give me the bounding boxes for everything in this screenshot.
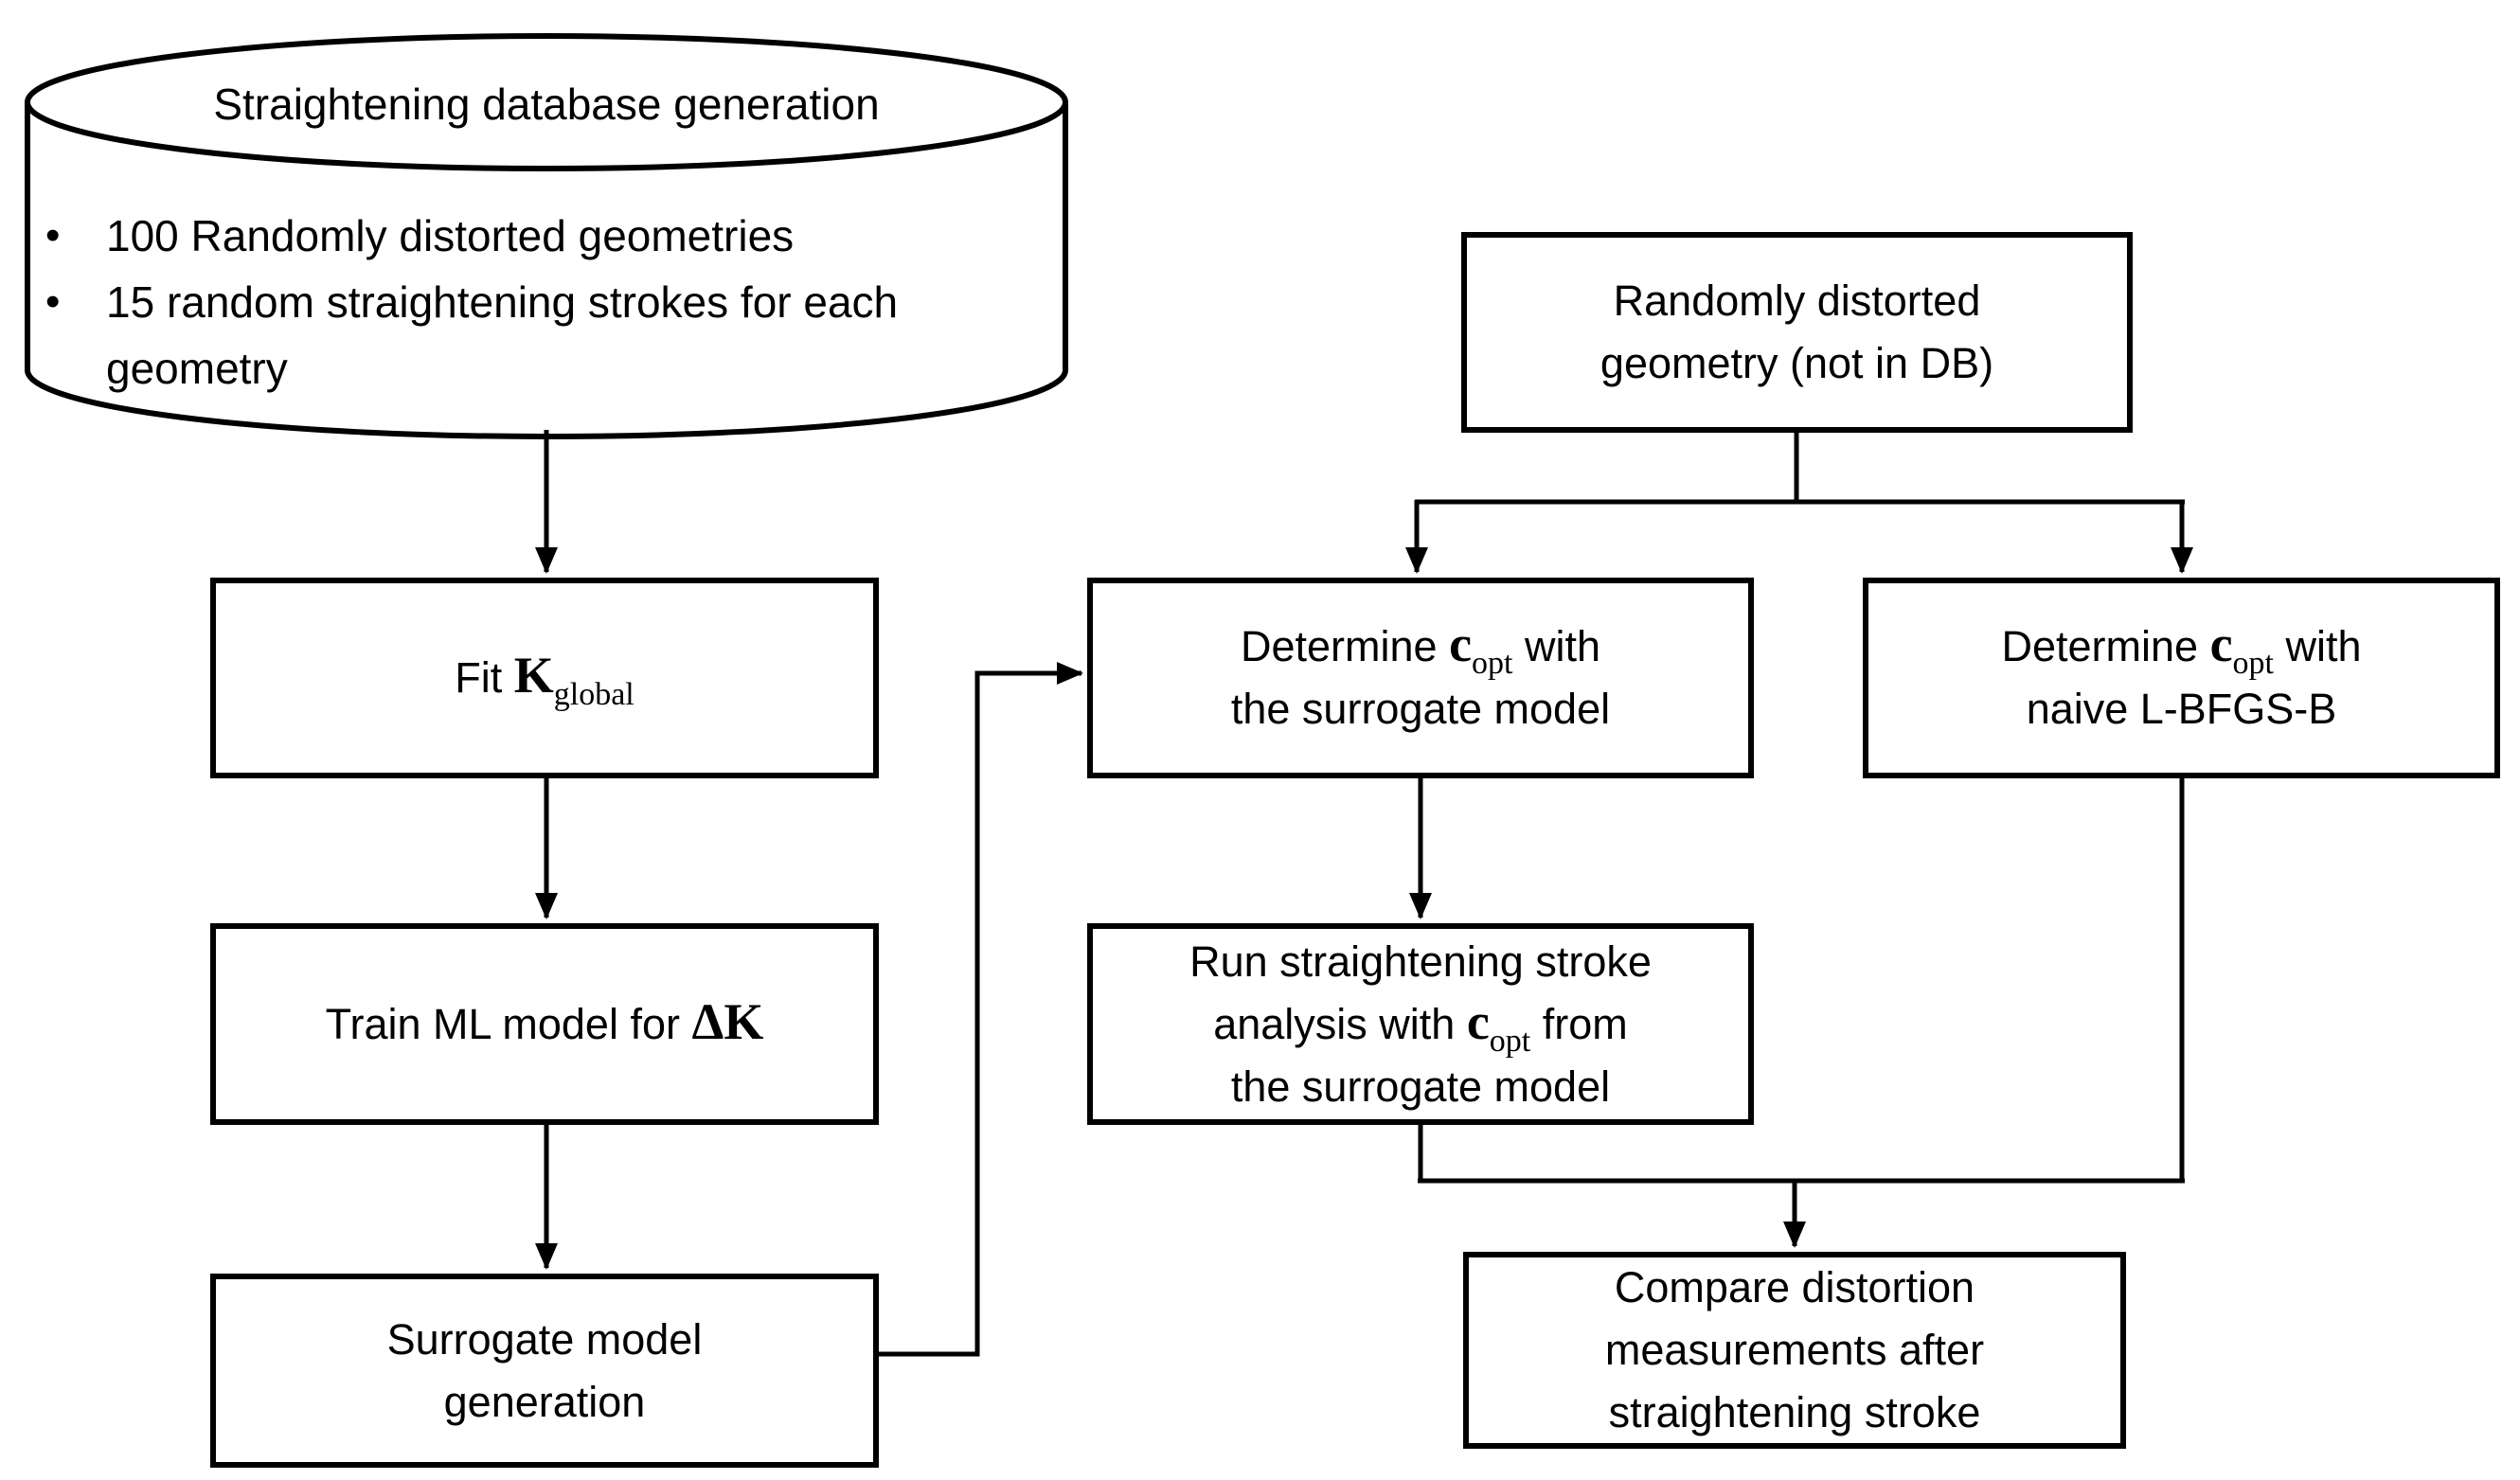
node-run-analysis-line: Run straightening stroke: [1189, 936, 1652, 986]
node-fit-kglobal-label: Fit Kglobal: [455, 647, 634, 712]
node-compare-line: straightening stroke: [1608, 1388, 1981, 1436]
node-determine-copt-surrogate: Determine copt with the surrogate model: [1087, 578, 1754, 778]
node-determine-naive-line: Determine copt with: [2001, 615, 2362, 681]
node-run-analysis-line: the surrogate model: [1230, 1061, 1611, 1111]
node-determine-naive-line: naive L-BFGS-B: [2026, 685, 2337, 733]
node-surrogate-line: generation: [443, 1377, 646, 1426]
node-compare-distortion: Compare distortion measurements after st…: [1463, 1252, 2126, 1449]
database-bullet-item: 15 random straightening strokes for each…: [40, 269, 930, 401]
node-determine-surrogate-line: the surrogate model: [1230, 685, 1611, 733]
arrow-surrogate-to-determine-surrogate: [879, 662, 1083, 1357]
node-run-stroke-analysis: Run straightening stroke analysis with c…: [1087, 923, 1754, 1125]
node-randomgeo-line: geometry (not in DB): [1600, 339, 1994, 387]
node-compare-line: Compare distortion: [1614, 1263, 1975, 1311]
node-surrogate-model-generation: Surrogate model generation: [210, 1274, 879, 1468]
node-surrogate-line: Surrogate model: [386, 1314, 703, 1364]
database-bullet-list: 100 Randomly distorted geometries 15 ran…: [40, 203, 930, 401]
node-randomly-distorted-geometry: Randomly distorted geometry (not in DB): [1461, 232, 2133, 433]
database-title: Straightening database generation: [213, 80, 880, 129]
node-compare-line: measurements after: [1604, 1326, 1985, 1374]
node-train-ml-label: Train ML model for ΔK: [325, 992, 764, 1050]
database-bullet-item: 100 Randomly distorted geometries: [40, 203, 930, 269]
node-determine-surrogate-line: Determine copt with: [1240, 615, 1601, 681]
node-determine-copt-lbfgsb: Determine copt with naive L-BFGS-B: [1863, 578, 2500, 778]
database-cylinder-top: [25, 33, 1068, 171]
node-randomgeo-line: Randomly distorted: [1613, 276, 1981, 325]
node-train-ml-model: Train ML model for ΔK: [210, 923, 879, 1125]
node-fit-kglobal: Fit Kglobal: [210, 578, 879, 778]
node-run-analysis-line: analysis with copt from: [1213, 992, 1628, 1059]
